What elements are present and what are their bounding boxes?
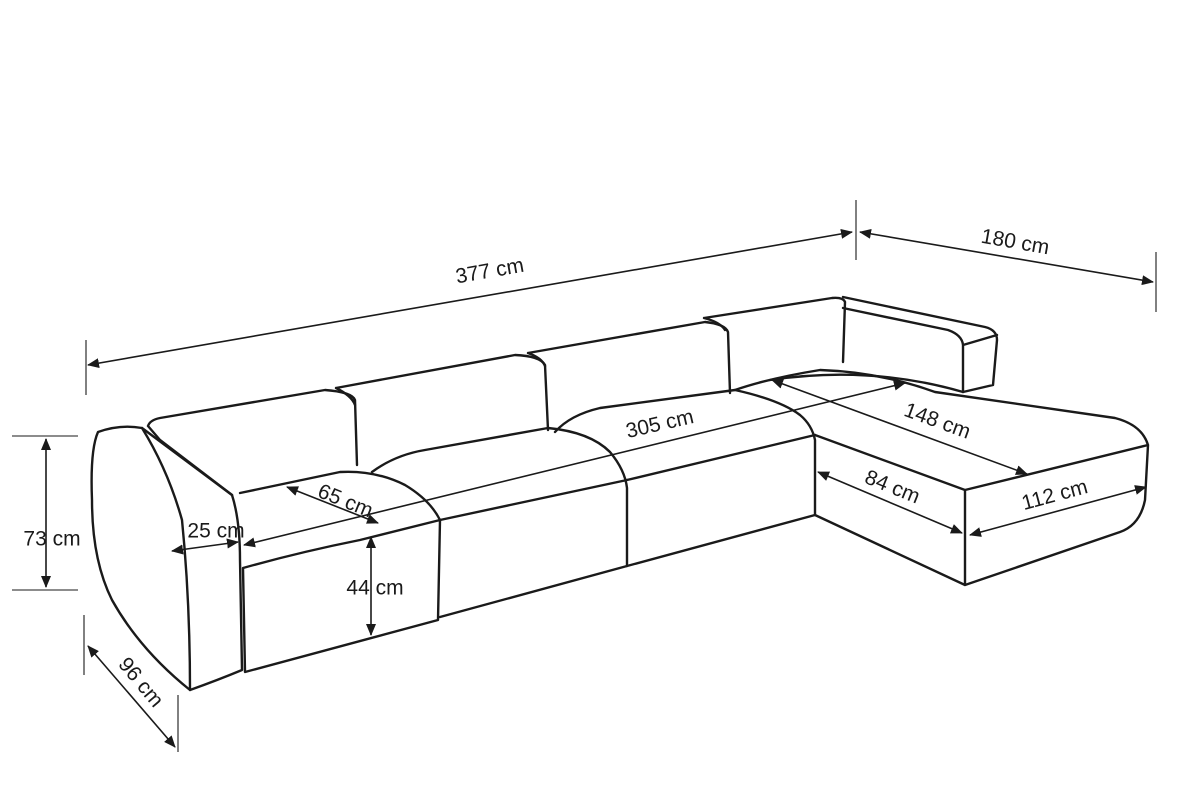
dim-line-305 <box>243 380 906 548</box>
dim-line-84 <box>817 471 963 534</box>
dim-line-377 <box>87 228 853 369</box>
label-seat-height: 44 cm <box>346 577 403 600</box>
dim-line-96 <box>87 645 176 748</box>
extension-lines <box>12 200 1157 752</box>
sofa-outline <box>90 295 1150 692</box>
back-cushion-4 <box>702 296 847 364</box>
label-height: 73 cm <box>23 528 80 551</box>
seat-cushion-2 <box>370 426 629 619</box>
back-cushion-2 <box>334 353 550 432</box>
dim-line-180 <box>859 228 1154 286</box>
label-chaise-width: 112 cm <box>1019 475 1090 515</box>
label-total-width: 377 cm <box>454 254 526 289</box>
label-chaise-seat-length: 148 cm <box>901 399 974 444</box>
dim-line-112 <box>969 485 1147 537</box>
left-armrest-front-edge <box>140 426 192 692</box>
left-armrest <box>90 425 244 692</box>
back-cushion-3 <box>526 320 732 395</box>
label-armrest-width: 25 cm <box>187 520 244 543</box>
label-seat-depth: 65 cm <box>315 480 377 523</box>
chaise-backrest <box>841 295 999 394</box>
dimension-lines <box>41 228 1154 748</box>
chaise-seat <box>733 368 1150 587</box>
back-cushion-1 <box>146 388 359 497</box>
dim-line-148 <box>771 379 1028 475</box>
dim-line-65 <box>286 486 379 524</box>
dim-line-25 <box>171 538 239 555</box>
